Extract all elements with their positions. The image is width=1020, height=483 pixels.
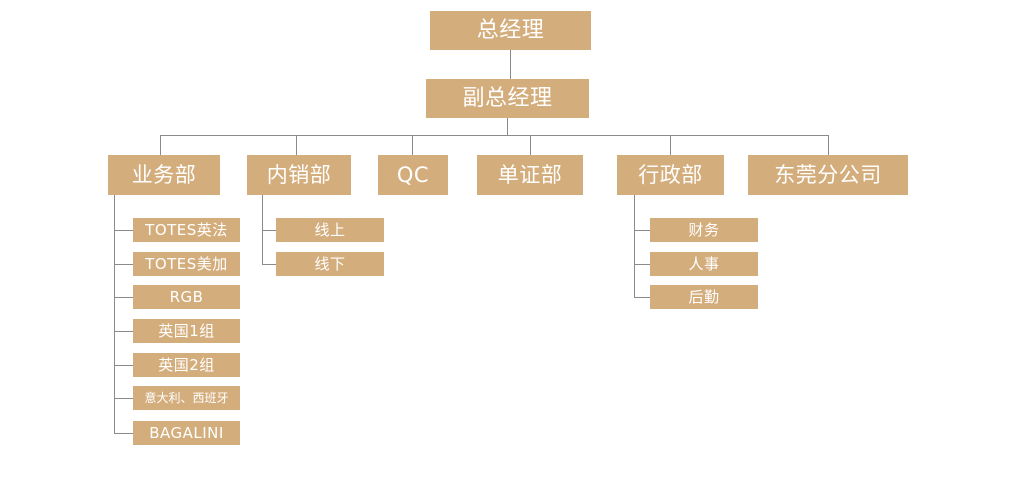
node-admin-child-finance[interactable]: 财务 <box>650 218 758 242</box>
node-business-child-uk-group-1[interactable]: 英国1组 <box>133 319 240 343</box>
node-business-child-totes-us-canada[interactable]: TOTES美加 <box>133 252 240 276</box>
node-label: TOTES英法 <box>145 220 228 239</box>
node-business-child-italy-spain[interactable]: 意大利、西班牙 <box>133 386 240 410</box>
connector-business-spine <box>114 195 115 434</box>
connector-admin-stub-3 <box>634 297 650 298</box>
connector-domestic-sales-stub-1 <box>262 230 276 231</box>
node-business-child-totes-uk-france[interactable]: TOTES英法 <box>133 218 240 242</box>
connector-bus-to-qc <box>412 135 413 155</box>
node-label: 总经理 <box>476 17 545 43</box>
node-label: BAGALINI <box>149 423 224 442</box>
node-admin-dept[interactable]: 行政部 <box>617 155 724 195</box>
node-label: 人事 <box>688 254 720 273</box>
node-general-manager[interactable]: 总经理 <box>430 11 591 50</box>
node-label: 意大利、西班牙 <box>144 391 229 405</box>
connector-business-stub-7 <box>114 433 133 434</box>
node-business-dept[interactable]: 业务部 <box>108 155 220 195</box>
node-qc[interactable]: QC <box>378 155 448 195</box>
node-label: 业务部 <box>131 162 197 187</box>
connector-business-stub-1 <box>114 230 133 231</box>
connector-business-stub-6 <box>114 398 133 399</box>
connector-admin-stub-1 <box>634 230 650 231</box>
node-business-child-rgb[interactable]: RGB <box>133 285 240 309</box>
node-label: 东莞分公司 <box>774 162 882 187</box>
connector-gm-to-deputy <box>510 50 511 79</box>
node-label: 线上 <box>314 220 346 239</box>
node-label: 英国2组 <box>158 355 215 374</box>
node-label: 线下 <box>314 254 346 273</box>
node-label: TOTES美加 <box>145 254 228 273</box>
node-admin-child-logistics[interactable]: 后勤 <box>650 285 758 309</box>
node-label: 行政部 <box>638 162 703 187</box>
node-label: 财务 <box>688 220 720 239</box>
node-domestic-sales-child-offline[interactable]: 线下 <box>276 252 384 276</box>
node-dongguan-branch[interactable]: 东莞分公司 <box>748 155 908 195</box>
node-admin-child-hr[interactable]: 人事 <box>650 252 758 276</box>
node-domestic-sales-child-online[interactable]: 线上 <box>276 218 384 242</box>
node-label: 副总经理 <box>462 85 553 111</box>
node-label: RGB <box>169 287 204 306</box>
node-label: 英国1组 <box>158 321 215 340</box>
node-documents-dept[interactable]: 单证部 <box>477 155 583 195</box>
node-label: QC <box>396 162 430 187</box>
connector-admin-spine <box>634 195 635 297</box>
node-business-child-bagalini[interactable]: BAGALINI <box>133 421 240 445</box>
node-label: 内销部 <box>266 162 332 187</box>
connector-bus-to-dongguan <box>828 135 829 155</box>
connector-business-stub-3 <box>114 297 133 298</box>
node-label: 单证部 <box>497 162 563 187</box>
node-domestic-sales-dept[interactable]: 内销部 <box>247 155 351 195</box>
node-label: 后勤 <box>688 287 720 306</box>
connector-domestic-sales-stub-2 <box>262 264 276 265</box>
connector-admin-stub-2 <box>634 264 650 265</box>
connector-bus-to-documents <box>530 135 531 155</box>
connector-business-stub-2 <box>114 264 133 265</box>
connector-bus-to-domestic-sales <box>296 135 297 155</box>
connector-bus-to-admin <box>670 135 671 155</box>
connector-bus-to-business <box>160 135 161 155</box>
node-deputy-general-manager[interactable]: 副总经理 <box>426 79 589 118</box>
connector-business-stub-4 <box>114 331 133 332</box>
connector-business-stub-5 <box>114 365 133 366</box>
connector-level3-bus <box>160 135 828 136</box>
connector-deputy-to-bus <box>507 118 508 135</box>
node-business-child-uk-group-2[interactable]: 英国2组 <box>133 353 240 377</box>
